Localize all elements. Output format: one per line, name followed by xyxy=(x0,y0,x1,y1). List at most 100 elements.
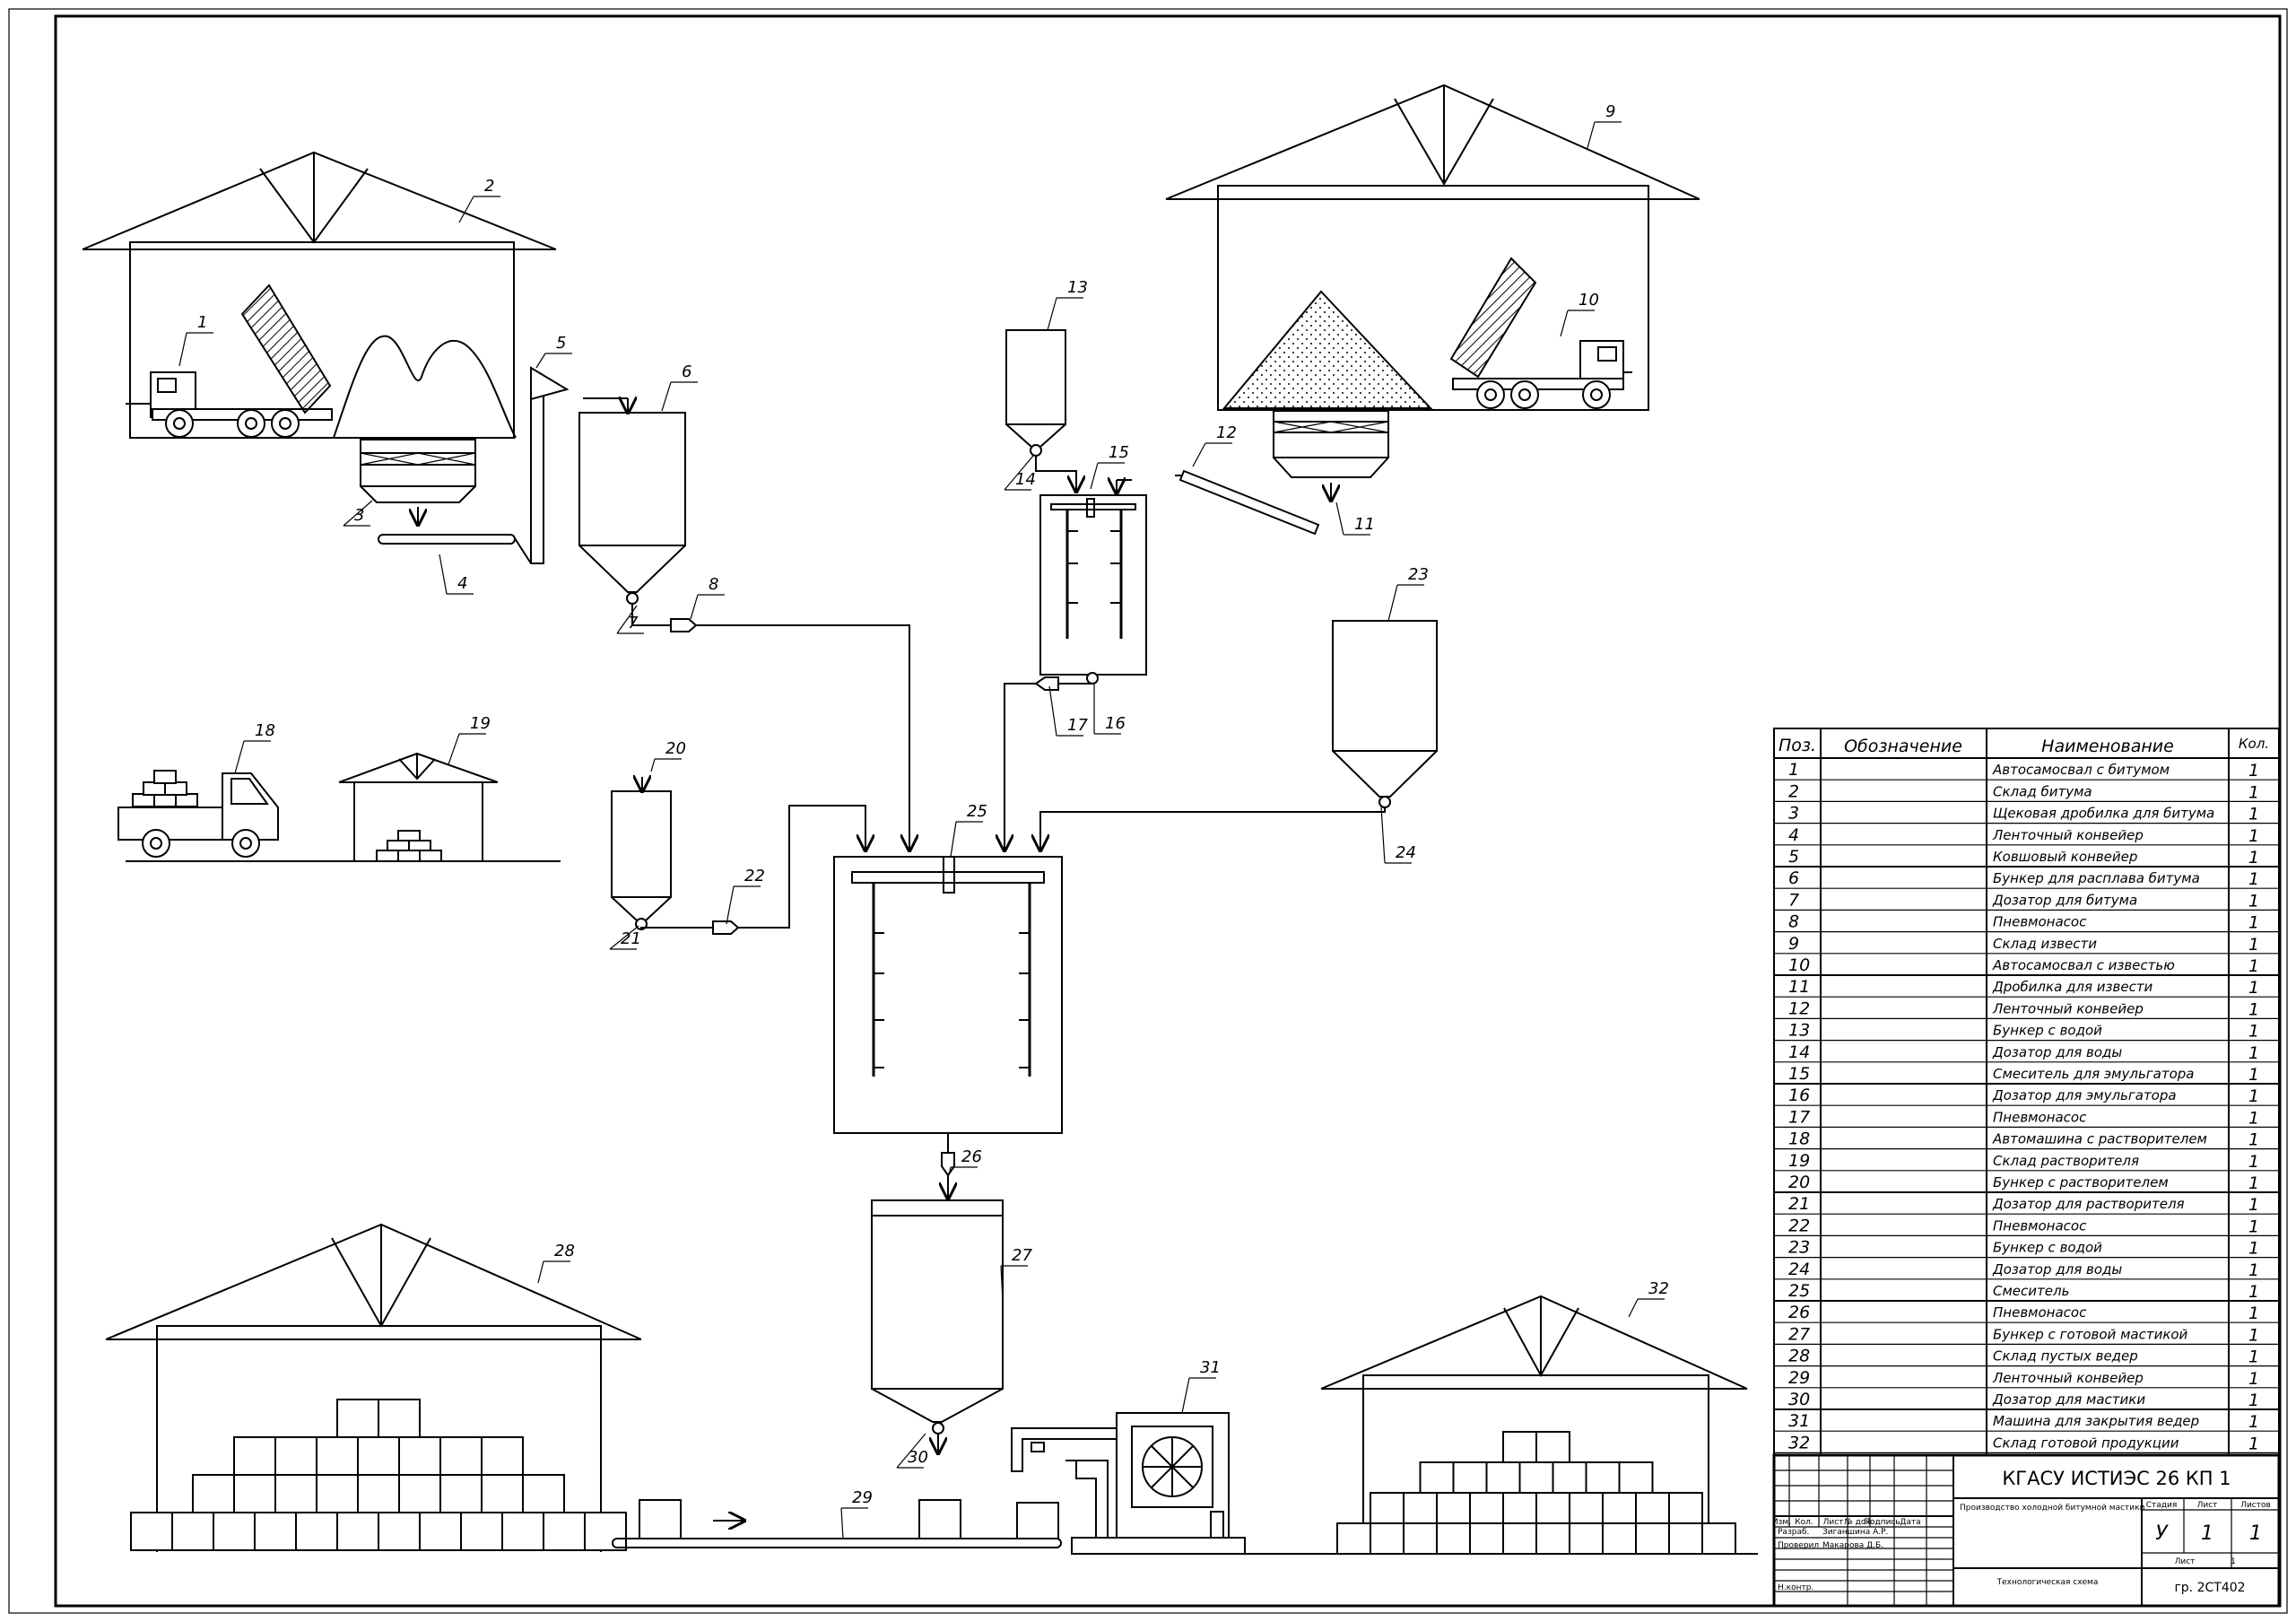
bucket xyxy=(1552,1461,1587,1494)
position-label-22: 22 xyxy=(744,867,765,885)
row-pos: 27 xyxy=(1788,1324,1810,1344)
tb-header-cell: № док. xyxy=(1844,1518,1873,1527)
row-qty: 1 xyxy=(2248,1022,2259,1042)
row-pos: 17 xyxy=(1788,1107,1810,1127)
row-pos: 11 xyxy=(1788,977,1810,997)
row-name: Дозатор для эмульгатора xyxy=(1992,1087,2177,1103)
belt-conveyor-lime xyxy=(1175,469,1320,536)
row-qty: 1 xyxy=(2248,1216,2259,1236)
row-name: Ленточный конвейер xyxy=(1992,827,2144,843)
bucket xyxy=(274,1474,317,1513)
water-hopper-13 xyxy=(1005,329,1076,492)
callout-leader xyxy=(1628,1298,1639,1318)
bucket xyxy=(1403,1492,1438,1524)
bucket xyxy=(316,1474,359,1513)
row-pos: 26 xyxy=(1788,1303,1810,1322)
row-qty: 1 xyxy=(2248,1347,2259,1367)
callout-leader xyxy=(178,332,187,367)
bucket xyxy=(316,1436,359,1476)
position-label-31: 31 xyxy=(1200,1358,1221,1377)
bucket xyxy=(543,1512,586,1551)
row-pos: 8 xyxy=(1788,912,1799,932)
callout-leader xyxy=(1192,442,1206,467)
row-name: Склад битума xyxy=(1993,783,2092,799)
row-pos: 30 xyxy=(1788,1390,1810,1409)
bucket xyxy=(336,1399,379,1438)
row-name: Пневмонасос xyxy=(1993,1304,2087,1321)
row-name: Машина для закрытия ведер xyxy=(1993,1413,2199,1429)
bucket-capping-machine xyxy=(1011,1412,1246,1555)
solvent-hopper xyxy=(611,777,713,930)
row-pos: 9 xyxy=(1788,934,1799,954)
empty-buckets-warehouse xyxy=(105,1223,642,1552)
bucket xyxy=(1635,1522,1670,1555)
bucket xyxy=(171,1512,214,1551)
row-qty: 1 xyxy=(2248,978,2259,998)
position-label-21: 21 xyxy=(621,929,641,948)
row-pos: 4 xyxy=(1788,825,1799,845)
finished-products-warehouse xyxy=(1320,1295,1748,1555)
bucket xyxy=(254,1512,297,1551)
row-pos: 2 xyxy=(1788,781,1799,801)
lime-warehouse xyxy=(1165,83,1700,411)
bucket xyxy=(460,1512,503,1551)
row-pos: 22 xyxy=(1788,1216,1810,1235)
bucket xyxy=(295,1512,338,1551)
pneumatic-pump-8 xyxy=(670,618,698,632)
name-developed: Зиганшина А.Р. xyxy=(1822,1528,1888,1537)
position-label-29: 29 xyxy=(852,1488,873,1507)
drawing-title: Технологическая схема xyxy=(1996,1578,2099,1587)
col-pos-header: Поз. xyxy=(1779,736,1816,755)
bucket xyxy=(336,1512,379,1551)
row-name: Смеситель xyxy=(1993,1283,2069,1299)
sheet-label-2: Лист xyxy=(2175,1557,2196,1566)
callout-leader xyxy=(650,758,656,772)
col-name-header: Наименование xyxy=(2041,737,2174,756)
jaw-crusher-bitumen xyxy=(360,439,476,525)
callout-leader xyxy=(1380,807,1386,864)
emulsifier-mixer xyxy=(1039,480,1147,685)
row-pos: 10 xyxy=(1788,955,1810,975)
row-pos: 3 xyxy=(1788,804,1799,824)
bucket xyxy=(1618,1461,1654,1494)
dump-truck-lime xyxy=(1449,257,1632,409)
callout-leader xyxy=(1560,310,1569,337)
callout-leader xyxy=(1090,462,1099,490)
row-name: Пневмонасос xyxy=(1993,1109,2087,1125)
row-name: Дозатор для мастики xyxy=(1992,1391,2145,1408)
callout-leader xyxy=(726,885,735,925)
row-pos: 5 xyxy=(1788,847,1799,867)
row-qty: 1 xyxy=(2248,1195,2259,1215)
bucket xyxy=(1701,1522,1736,1555)
row-name: Бункер с растворителем xyxy=(1993,1174,2169,1190)
row-pos: 13 xyxy=(1788,1021,1810,1041)
bitumen-pile xyxy=(333,335,517,439)
sheet-label: Лист xyxy=(2197,1501,2218,1510)
row-qty: 1 xyxy=(2248,805,2259,824)
tb-header-cell: Кол. xyxy=(1795,1518,1813,1527)
pneumatic-pump-26 xyxy=(941,1152,955,1177)
bucket xyxy=(1569,1522,1604,1555)
row-name: Дозатор для воды xyxy=(1992,1261,2122,1278)
bucket xyxy=(357,1436,400,1476)
bucket xyxy=(213,1512,256,1551)
bucket xyxy=(130,1512,173,1551)
callout-leader xyxy=(448,733,460,765)
bucket xyxy=(1485,1461,1521,1494)
role-developed: Разраб. xyxy=(1778,1528,1809,1537)
solvent-warehouse xyxy=(338,752,499,862)
tb-header-cell: Лист xyxy=(1823,1518,1844,1527)
row-name: Автосамосвал с битумом xyxy=(1992,762,2170,778)
